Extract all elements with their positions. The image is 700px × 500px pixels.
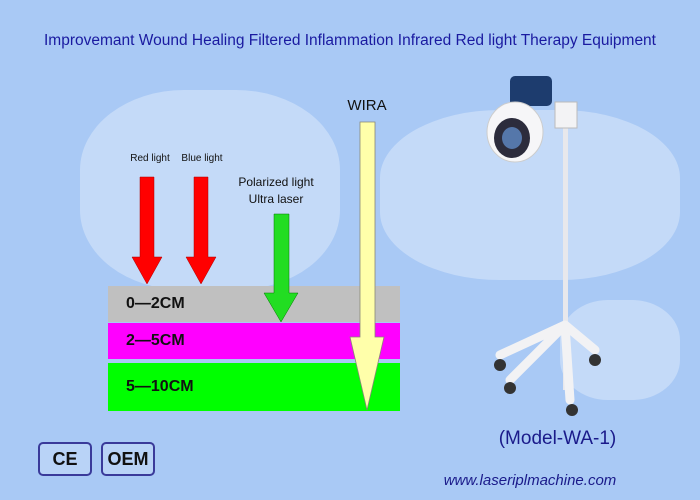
red-light-label: Red light [130, 153, 170, 164]
model-label: (Model-WA-1) [498, 428, 617, 449]
ultra-laser-label: Ultra laser [248, 192, 304, 206]
depth-band-0-2: 0—2CM [108, 286, 400, 322]
map-australia [560, 300, 680, 400]
red-light-arrow [131, 176, 163, 285]
blue-light-arrow [185, 176, 217, 285]
ce-badge: CE [38, 442, 92, 476]
therapy-lamp-image [486, 76, 601, 416]
depth-band-5-10: 5—10CM [108, 363, 400, 411]
polarized-arrow [263, 213, 299, 323]
polarized-light-label: Polarized light [238, 175, 314, 189]
map-north-america [80, 90, 340, 290]
website-link[interactable]: www.laseriplmachine.com [443, 472, 617, 489]
page-title: Improvemant Wound Healing Filtered Infla… [44, 32, 656, 49]
wira-arrow [349, 121, 385, 411]
oem-badge: OEM [101, 442, 155, 476]
wira-label: WIRA [347, 97, 387, 114]
blue-light-label: Blue light [181, 153, 223, 164]
